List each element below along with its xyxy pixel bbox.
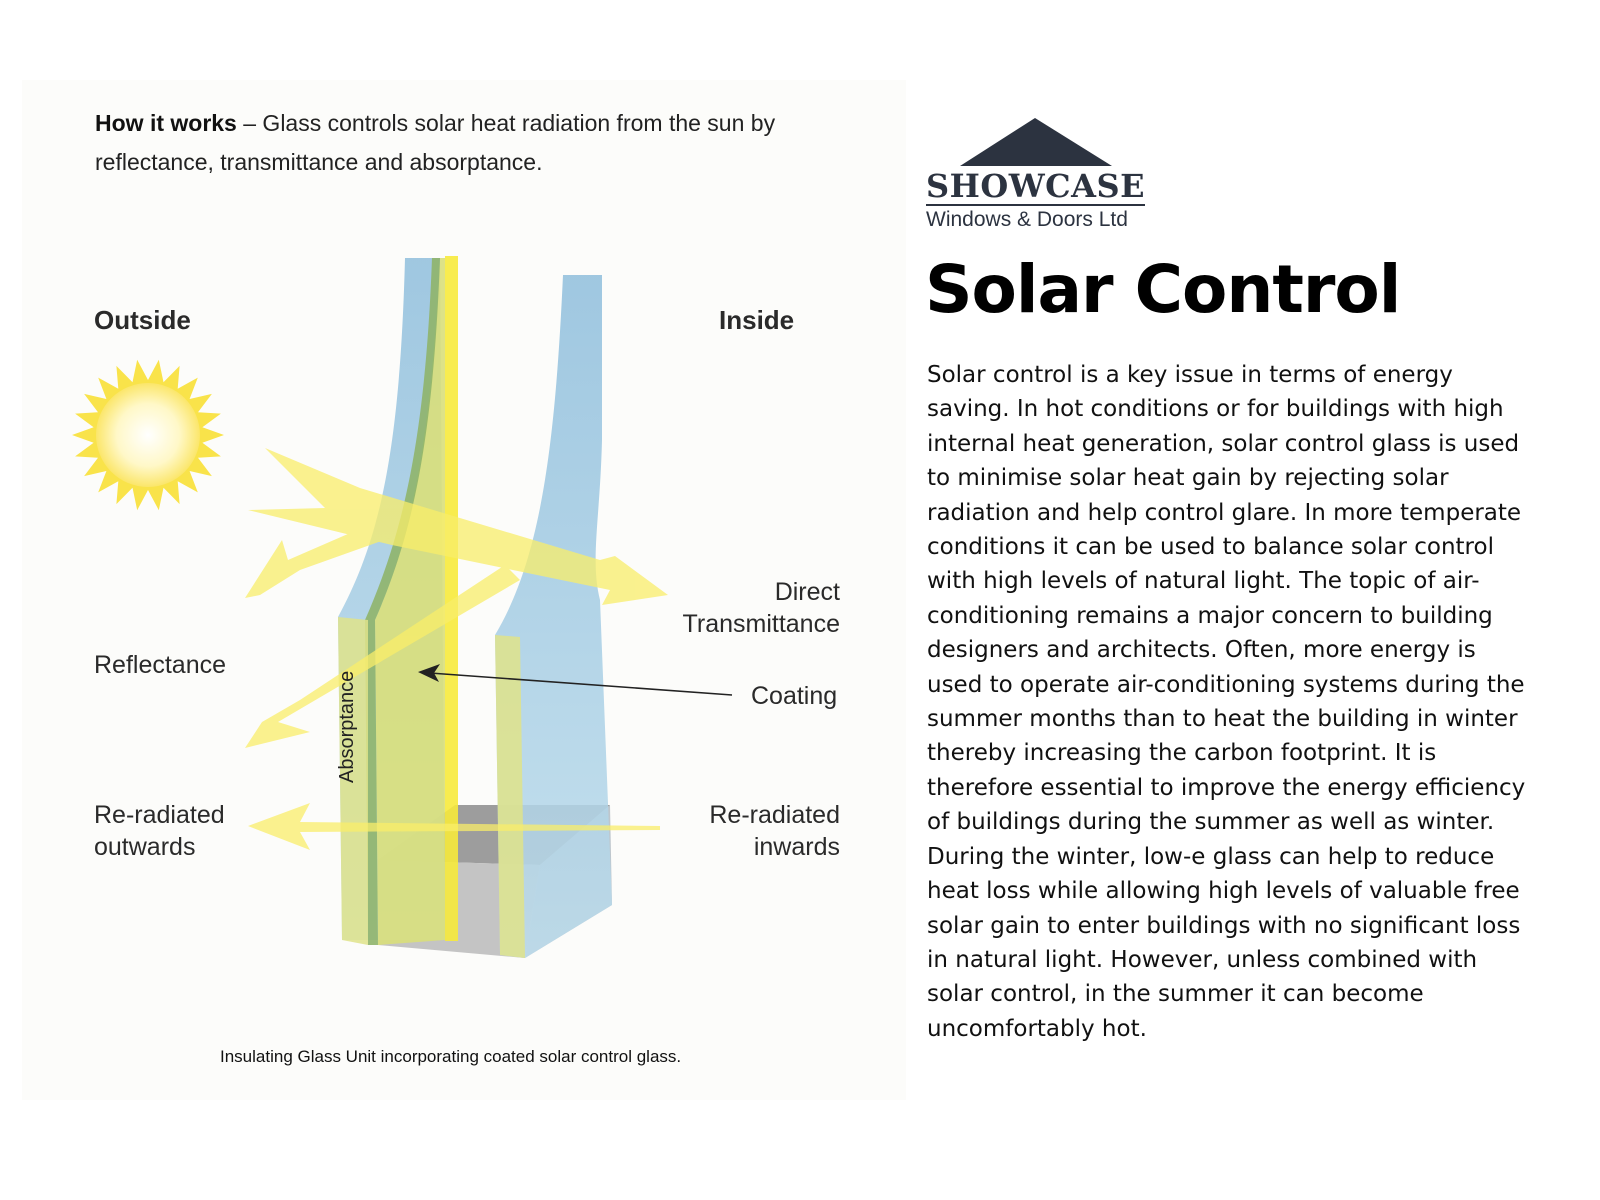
- glass-unit-diagram: [72, 256, 733, 958]
- reradiated-inwards-line1: Re-radiated: [709, 801, 840, 829]
- inner-pane-edge: [495, 635, 525, 958]
- company-logo: SHOWCASE Windows & Doors Ltd: [926, 116, 1152, 234]
- outer-pane-front: [338, 617, 368, 945]
- absorbing-layer: [375, 258, 445, 945]
- diagram-caption: Insulating Glass Unit incorporating coat…: [220, 1047, 682, 1066]
- reradiated-outwards-arrow: [248, 803, 660, 850]
- reradiated-inwards-line2: inwards: [753, 833, 840, 861]
- intro-heading: How it works: [95, 110, 237, 136]
- reradiated-outwards-label: Re-radiated outwards: [94, 799, 225, 863]
- logo-subtitle: Windows & Doors Ltd: [926, 208, 1128, 231]
- outside-label: Outside: [94, 305, 191, 335]
- reradiated-outwards-line1: Re-radiated: [94, 801, 225, 829]
- direct-line1: Direct: [774, 578, 840, 606]
- roof-icon: [960, 118, 1112, 166]
- reflectance-arrow-lower: [245, 565, 520, 748]
- reradiated-outwards-line2: outwards: [94, 833, 196, 861]
- direct-line2: Transmittance: [682, 610, 840, 638]
- coating-pointer: [429, 672, 733, 696]
- page-title: Solar Control: [925, 251, 1401, 328]
- green-interlayer: [365, 258, 440, 945]
- radiation-arrows: [245, 448, 668, 850]
- coating-label: Coating: [751, 682, 838, 710]
- inside-label: Inside: [719, 305, 795, 335]
- absorptance-label: Absorptance: [336, 670, 358, 783]
- direct-transmittance-arrow: [248, 448, 668, 605]
- reflectance-label: Reflectance: [94, 651, 227, 679]
- sun-icon: [72, 359, 224, 511]
- reradiated-inwards-label: Re-radiated inwards: [709, 799, 840, 863]
- intro-text: How it works – Glass controls solar heat…: [95, 104, 795, 182]
- intro-body: – Glass controls solar heat radiation fr…: [95, 110, 776, 175]
- reflectance-arrow-upper: [245, 520, 398, 598]
- coating-layer: [445, 256, 458, 941]
- logo-name: SHOWCASE: [926, 167, 1145, 206]
- body-text: Solar control is a key issue in terms of…: [927, 362, 1526, 1042]
- inner-glass-pane: [495, 275, 612, 958]
- coating-pointer-head: [418, 664, 440, 682]
